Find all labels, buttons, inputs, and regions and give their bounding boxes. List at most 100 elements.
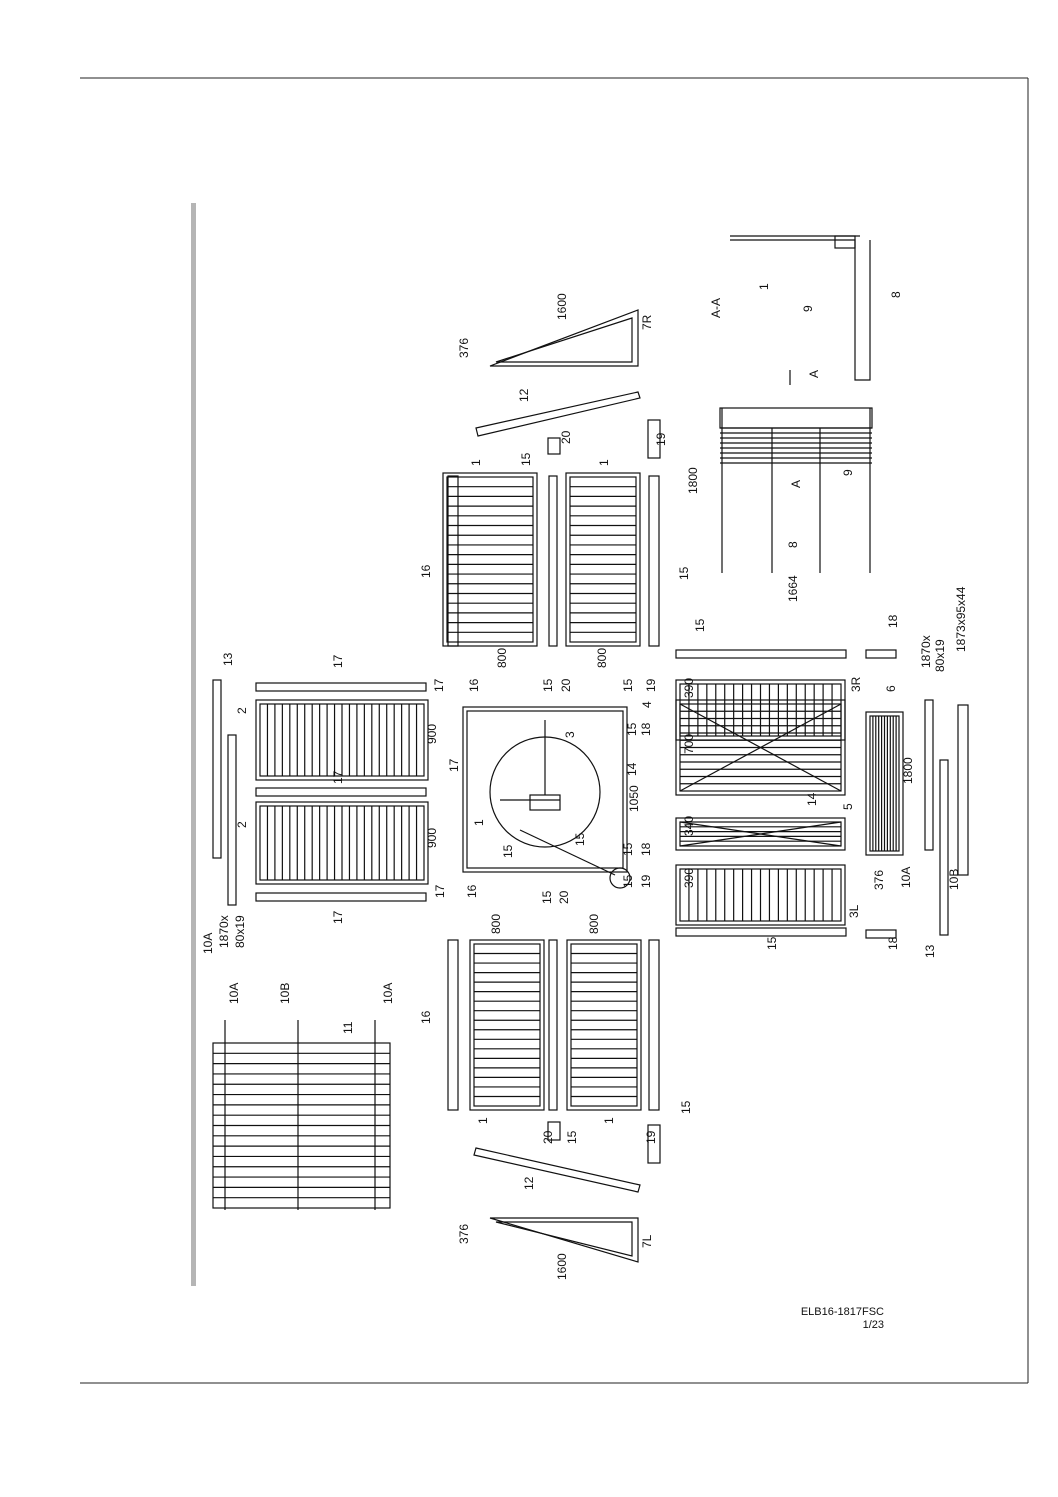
part-callout-label: 10B — [278, 983, 292, 1004]
part-callout-label: 20 — [541, 1130, 555, 1144]
board-15 — [648, 939, 660, 1111]
part-callout-label: 15 — [625, 722, 639, 736]
part-callout-label: 8 — [889, 291, 903, 298]
part-callout-label: 1800 — [901, 757, 915, 784]
part-callout-label: 340 — [682, 816, 696, 836]
part-callout-label: 19 — [639, 874, 653, 888]
part-callout-label: 900 — [425, 724, 439, 744]
part-callout-label: 1600 — [555, 1253, 569, 1280]
board-10a — [924, 699, 934, 851]
part-callout-label: 9 — [801, 305, 815, 312]
wall-panel-1-inner — [473, 943, 541, 1107]
back-panel-2 — [255, 801, 429, 885]
board-17 — [255, 787, 427, 797]
board-10b — [957, 704, 969, 876]
gable-7l-inner — [495, 1221, 633, 1257]
part-callout-label: 1050 — [627, 785, 641, 812]
part-callout-label: 12 — [517, 388, 531, 402]
part-callout-label: 15 — [501, 844, 515, 858]
part-callout-label: 15 — [679, 1100, 693, 1114]
part-callout-label: 18 — [886, 614, 900, 628]
part-callout-label: 14 — [625, 762, 639, 776]
gable-7l — [489, 1217, 639, 1263]
floor-inner — [466, 710, 624, 869]
wall-panel-1-inner — [569, 476, 637, 643]
part-callout-label: 1 — [472, 819, 486, 826]
part-callout-label: 4 — [640, 701, 654, 708]
part-callout-label: 800 — [595, 648, 609, 668]
part-callout-label: 17 — [433, 884, 447, 898]
part-callout-label: 10A — [381, 983, 395, 1004]
part-callout-label: 17 — [432, 678, 446, 692]
wall-panel-1 — [469, 939, 545, 1111]
part-callout-label: 1 — [476, 1117, 490, 1124]
wall-panel-1 — [565, 472, 641, 647]
piece-20 — [547, 437, 561, 455]
part-callout-label: 15 — [519, 452, 533, 466]
section-a-a-block — [834, 235, 856, 249]
part-callout-label: 7R — [640, 314, 654, 330]
part-callout-label: 19 — [644, 678, 658, 692]
part-callout-label: 1 — [602, 1117, 616, 1124]
board-16 — [447, 939, 459, 1111]
part-callout-label: 17 — [331, 910, 345, 924]
part-callout-label: 10A — [899, 867, 913, 888]
part-callout-label: 16 — [467, 678, 481, 692]
piece-19 — [647, 419, 661, 459]
board-13 — [939, 759, 949, 936]
part-callout-label: 6 — [884, 685, 898, 692]
part-callout-label: 15 — [541, 678, 555, 692]
detail-marker — [609, 867, 631, 889]
board-18 — [865, 649, 897, 659]
panel-6 — [865, 711, 904, 856]
part-callout-label: 15 — [573, 832, 587, 846]
part-callout-label: 15 — [621, 842, 635, 856]
board-15 — [675, 649, 847, 659]
part-callout-label: 19 — [654, 432, 668, 446]
part-callout-label: 1 — [597, 459, 611, 466]
wall-panel-1-inner — [446, 476, 534, 643]
part-callout-label: 15 — [621, 874, 635, 888]
part-callout-label: 1 — [757, 283, 771, 290]
part-callout-label: 800 — [489, 914, 503, 934]
part-callout-label: 3 — [563, 731, 577, 738]
brace — [679, 821, 842, 847]
section-a-a — [730, 239, 871, 381]
board-16 — [447, 475, 459, 647]
part-callout-label: 1800 — [686, 467, 700, 494]
part-callout-label: 15 — [540, 890, 554, 904]
piece-20 — [547, 1121, 561, 1141]
part-callout-label: 80x19 — [933, 639, 947, 672]
board-13 — [212, 679, 222, 859]
board-15 — [548, 475, 558, 647]
board-17 — [255, 682, 427, 692]
part-callout-label: 16 — [419, 1010, 433, 1024]
part-callout-label: 17 — [447, 758, 461, 772]
part-callout-label: 700 — [682, 734, 696, 754]
part-callout-label: 7L — [640, 1234, 654, 1248]
part-callout-label: 3L — [847, 904, 861, 918]
part-callout-label: 390 — [682, 678, 696, 698]
part-callout-label: 1664 — [786, 575, 800, 602]
part-callout-label: 1873x95x44 — [954, 586, 968, 652]
floor — [462, 706, 628, 873]
part-callout-label: 13 — [221, 652, 235, 666]
part-callout-label: A — [807, 370, 821, 378]
part-callout-label: 18 — [639, 722, 653, 736]
part-callout-label: 14 — [805, 792, 819, 806]
board-10a — [227, 734, 237, 906]
document-code: ELB16-1817FSC — [800, 1306, 884, 1318]
back-panel-2 — [255, 699, 429, 781]
part-callout-label: 11 — [341, 1021, 355, 1034]
door-5 — [675, 817, 846, 851]
document-footer: ELB16-1817FSC 1/23 — [760, 1306, 884, 1332]
board-15 — [675, 927, 847, 937]
board-17 — [255, 892, 427, 902]
wall-panel-1-inner — [570, 943, 638, 1107]
piece-19 — [647, 1124, 661, 1164]
part-callout-label: 1870x — [919, 635, 933, 668]
part-callout-label: 17 — [331, 654, 345, 668]
gable-7r-inner — [495, 317, 633, 363]
part-callout-label: A-A — [709, 298, 723, 318]
